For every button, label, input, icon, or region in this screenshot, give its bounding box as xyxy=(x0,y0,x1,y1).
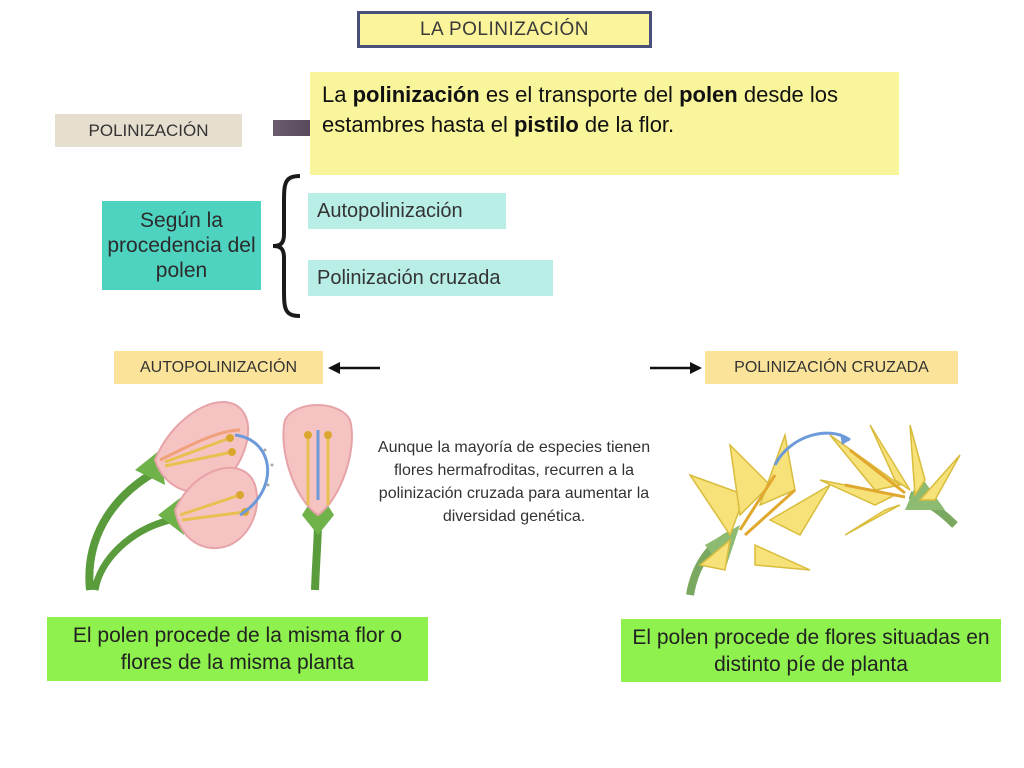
definition-text: de la flor. xyxy=(578,112,675,137)
definition-text: es el transporte del xyxy=(479,82,680,107)
yellow-flower-illustration xyxy=(686,424,961,596)
term-polen: polen xyxy=(679,82,738,107)
definition-connector xyxy=(273,120,311,136)
type-polinizacion-cruzada: Polinización cruzada xyxy=(308,260,553,296)
note-text: Aunque la mayoría de especies tienen flo… xyxy=(377,439,651,525)
definition-text: desde los estambres hasta el xyxy=(322,82,839,137)
description-autopolinizacion: El polen procede de la misma flor o flor… xyxy=(47,617,428,681)
label-autopolinizacion: AUTOPOLINIZACIÓN xyxy=(114,351,323,384)
curly-brace xyxy=(272,174,301,318)
definition-text: La xyxy=(322,82,353,107)
description-polinizacion-cruzada: El polen procede de flores situadas en d… xyxy=(621,619,1001,682)
right-arrow-icon xyxy=(650,362,702,374)
definition-box: La polinización es el transporte del pol… xyxy=(310,72,899,175)
definition-label: POLINIZACIÓN xyxy=(55,114,242,147)
classification-criterion: Según la procedencia del polen xyxy=(102,201,261,290)
left-arrow-icon xyxy=(328,362,380,374)
term-pistilo: pistilo xyxy=(513,112,579,137)
page-title: LA POLINIZACIÓN xyxy=(357,11,652,48)
term-polinizacion: polinización xyxy=(352,82,480,107)
pink-flower-illustration xyxy=(85,401,353,591)
type-autopolinizacion: Autopolinización xyxy=(308,193,506,229)
label-polinizacion-cruzada: POLINIZACIÓN CRUZADA xyxy=(705,351,958,384)
